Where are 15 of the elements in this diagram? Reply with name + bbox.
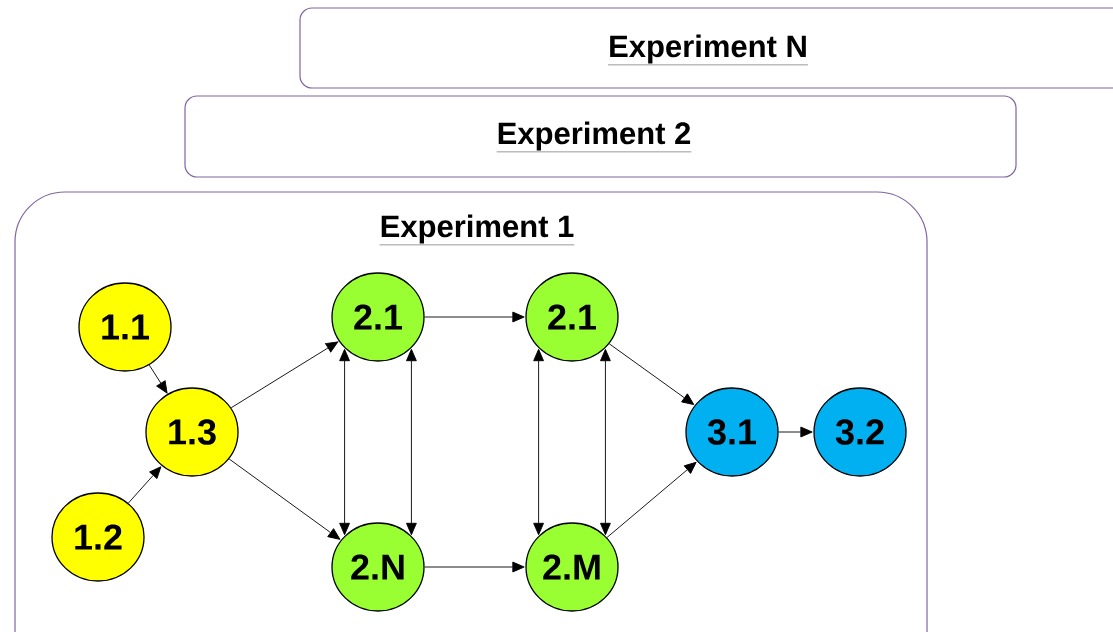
arrow xyxy=(230,341,339,409)
experiment-frame: Experiment N xyxy=(299,7,1113,89)
arrow xyxy=(228,458,341,540)
arrow xyxy=(148,364,168,394)
experiment-frame: Experiment 2 xyxy=(184,95,1017,178)
arrow xyxy=(778,426,813,438)
arrow xyxy=(600,348,611,536)
arrow xyxy=(424,561,525,573)
arrow xyxy=(127,466,162,504)
arrow xyxy=(339,348,350,536)
arrow xyxy=(533,348,544,536)
arrow xyxy=(608,343,695,405)
arrow xyxy=(424,311,525,323)
arrow xyxy=(606,461,697,538)
arrow xyxy=(406,348,417,536)
